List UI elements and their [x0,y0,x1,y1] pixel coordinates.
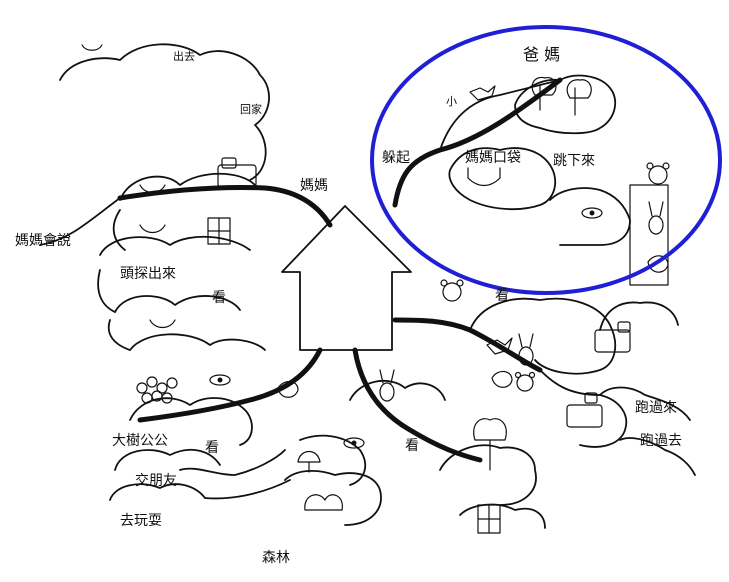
cloud-bottom-left [109,374,382,526]
label-jump-down: 跳下來 [553,153,595,169]
label-rest: 去玩耍 [120,513,162,529]
highlight-circle [370,25,722,295]
branch-left-stem [39,197,121,246]
label-pocket: 媽媽口袋 [465,150,521,166]
cloud-right [440,279,696,476]
label-mom-dad: 媽媽 [300,178,328,194]
branch-top-left [117,184,333,228]
label-head-out: 頭探出來 [120,266,176,282]
label-hide: 躲起 [382,150,410,166]
branch-bottom-left [137,347,323,423]
label-mom-says: 媽媽會說 [15,232,71,249]
label-go-out: 出去 [173,49,195,63]
label-look-bear: 看 [495,288,509,304]
branch-bottom [352,347,483,463]
label-forest2: 森林 [262,550,290,566]
label-look: 看 [212,290,226,306]
label-go-home: 回家 [240,102,262,116]
label-friend: 交朋友 [135,472,177,489]
central-house [281,205,412,351]
label-big-tree: 大樹公公 [112,433,168,449]
branch-right [392,317,543,373]
branch-top-right [392,77,563,208]
cloud-top-left [59,43,270,351]
label-trees-look: 看 [205,440,219,456]
label-run-away: 跑過去 [640,433,682,449]
label-go-look: 看 [405,438,419,454]
label-come-over: 跑過來 [635,400,677,416]
cloud-top-right [439,74,670,286]
label-dad-mom: 爸 媽 [523,45,560,64]
cloud-bottom-center [349,369,546,534]
label-small: 小 [446,95,457,108]
